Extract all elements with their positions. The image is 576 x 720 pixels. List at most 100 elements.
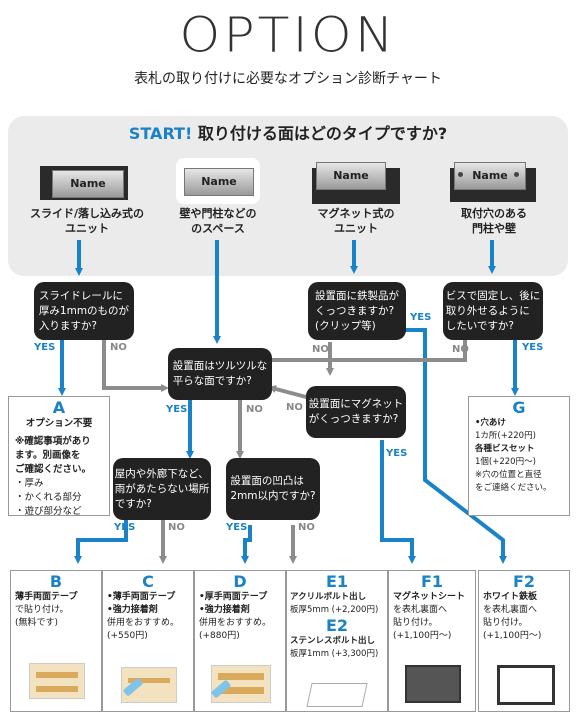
page-title: OPTION [179,8,397,64]
result-line: •強力接着剤 [107,605,158,615]
result-line: を表札裏面へ [483,605,538,615]
result-line: (+1,100円〜) [393,631,452,641]
yes-label: YES [34,342,56,353]
no-label: NO [286,402,303,413]
result-line: (+880円) [199,631,240,641]
question-line: 厚み1mmのものが [38,304,130,317]
question-line: スライドレールに [38,289,123,302]
no-label: NO [110,342,127,353]
result-line: (+550円) [107,631,148,641]
steel-plate-illustration [497,665,555,705]
type-label-line: 壁や門柱などの [179,207,257,220]
type-magnet[interactable]: Name [312,158,402,208]
result-f1: F1 マグネットシートを表札裏面へ貼り付け。(+1,100円〜) [388,570,476,712]
result-line: 各種ビスセット [475,444,535,454]
result-line: で貼り付け。 [15,605,69,615]
result-line: •薄手両面テープ [107,592,176,602]
yes-label: YES [166,404,188,415]
type-name-tag: Name [201,175,237,188]
type-label-line: 門柱や壁 [472,222,516,235]
result-e: E1 アクリルボルト出し板厚5mm (+2,200円) E2 ステンレスボルト出… [286,570,388,712]
question-line: 取り外せるように [445,304,530,317]
type-label-slide: スライド/落し込み式のユニット [12,206,162,236]
result-letter: A [52,398,66,417]
question-line: したいですか? [445,319,515,332]
result-line: 1カ所(+220円) [475,431,536,441]
type-slide[interactable]: Name [40,158,130,238]
question-bump: 設置面の凹凸は 2mm以内ですか? [226,458,320,520]
question-line: 雨があたらない場所 [114,482,210,495]
type-name-tag: Name [333,169,369,182]
question-iron-parts: 設置面に鉄製品がくっつきますか? (クリップ等) [308,282,406,340]
result-line: ※穴の位置と直径 [475,470,542,480]
result-line: ・かくれる部分 [15,492,82,503]
question-line: 設置面に鉄製品が [315,289,399,302]
result-line: •強力接着剤 [199,605,250,615]
question-line: 2mm以内ですか? [230,490,316,502]
result-line: 1個(+220円〜) [475,457,536,467]
bolt-plate-illustration [306,683,368,707]
result-line: •厚手両面テープ [199,592,268,602]
result-line: 板厚1mm (+3,300円) [290,649,379,659]
result-g: G •穴あけ 1カ所(+220円) 各種ビスセット 1個(+220円〜) ※穴の… [468,396,570,516]
result-c: C •薄手両面テープ•強力接着剤併用をおすすめ。(+550円) [102,570,194,712]
question-smooth: 設置面はツルツルな平らな面ですか? [168,348,272,400]
question-slide-rail: スライドレールに厚み1mmのものが入りますか? [34,282,134,340]
question-line: 設置面にマグネット [308,398,404,410]
result-line: (+1,100円〜) [483,631,542,641]
result-line: •穴あけ [475,418,506,428]
start-question-text: 取り付ける面はどのタイプですか? [197,124,448,143]
result-line: ・厚み [15,478,44,489]
screw-icon [458,172,463,177]
question-line: ですか? [114,497,152,510]
result-b: B 薄手両面テープで貼り付け。(無料です) [10,570,102,712]
wall-plate-icon: Name [184,168,254,196]
type-label-line: マグネット式の [317,207,395,220]
result-letter: E1 [325,572,349,591]
question-magnet: 設置面にマグネットがくっつきますか? [306,386,406,438]
result-line: をご連絡ください。 [475,483,552,493]
type-label-line: 取付穴のある [461,207,527,220]
type-label-line: のスペース [191,222,245,235]
type-wall[interactable]: Name [176,158,260,208]
result-f2: F2 ホワイト鉄板を表札裏面へ貼り付け。(+1,100円〜) [478,570,570,712]
no-label: NO [246,404,263,415]
result-line: (無料です) [15,618,59,628]
question-line: がくっつきますか? [308,413,399,425]
type-label-line: ユニット [65,222,109,235]
yes-label: YES [114,522,136,533]
question-line: (クリップ等) [315,319,376,332]
type-label-line: スライド/落し込み式の [29,207,145,220]
slide-unit-icon [40,166,52,200]
result-line: 併用をおすすめ。 [199,618,272,628]
question-line: ビスで固定し、後に [445,289,541,302]
result-line: ます。別画像を [15,450,81,461]
page-subtitle: 表札の取り付けに必要なオプション診断チャート [134,71,442,87]
no-label: NO [298,522,315,533]
type-holes[interactable]: Name [450,158,540,208]
no-label: NO [452,344,469,355]
type-label-line: ユニット [334,222,378,235]
question-line: 平らな面ですか? [172,375,252,387]
question-indoor: 屋内や外廊下など、雨があたらない場所ですか? [113,458,211,520]
result-line: を表札裏面へ [393,605,448,615]
screw-icon [514,172,519,177]
adhesive-illustration [121,667,177,703]
question-line: 設置面の凹凸は [230,475,304,487]
result-line: アクリルボルト出し [290,592,367,602]
type-label-holes: 取付穴のある門柱や壁 [426,206,562,236]
yes-label: YES [522,342,544,353]
result-line: 薄手両面テープ [15,592,78,602]
start-question: START! 取り付ける面はどのタイプですか? [8,120,568,144]
result-line: ※確認事項があり [15,436,91,447]
type-label-magnet: マグネット式のユニット [288,206,424,236]
start-prefix: START! [128,124,193,143]
result-d: D •厚手両面テープ•強力接着剤併用をおすすめ。(+880円) [194,570,286,712]
question-line: くっつきますか? [315,304,395,317]
yes-label: YES [226,522,248,533]
question-line: 設置面はツルツルな [172,360,268,372]
no-label: NO [312,344,329,355]
result-a: A オプション不要 ※確認事項があります。別画像をご確認ください。 ・厚み・かく… [8,396,110,517]
yes-label: YES [386,448,408,459]
